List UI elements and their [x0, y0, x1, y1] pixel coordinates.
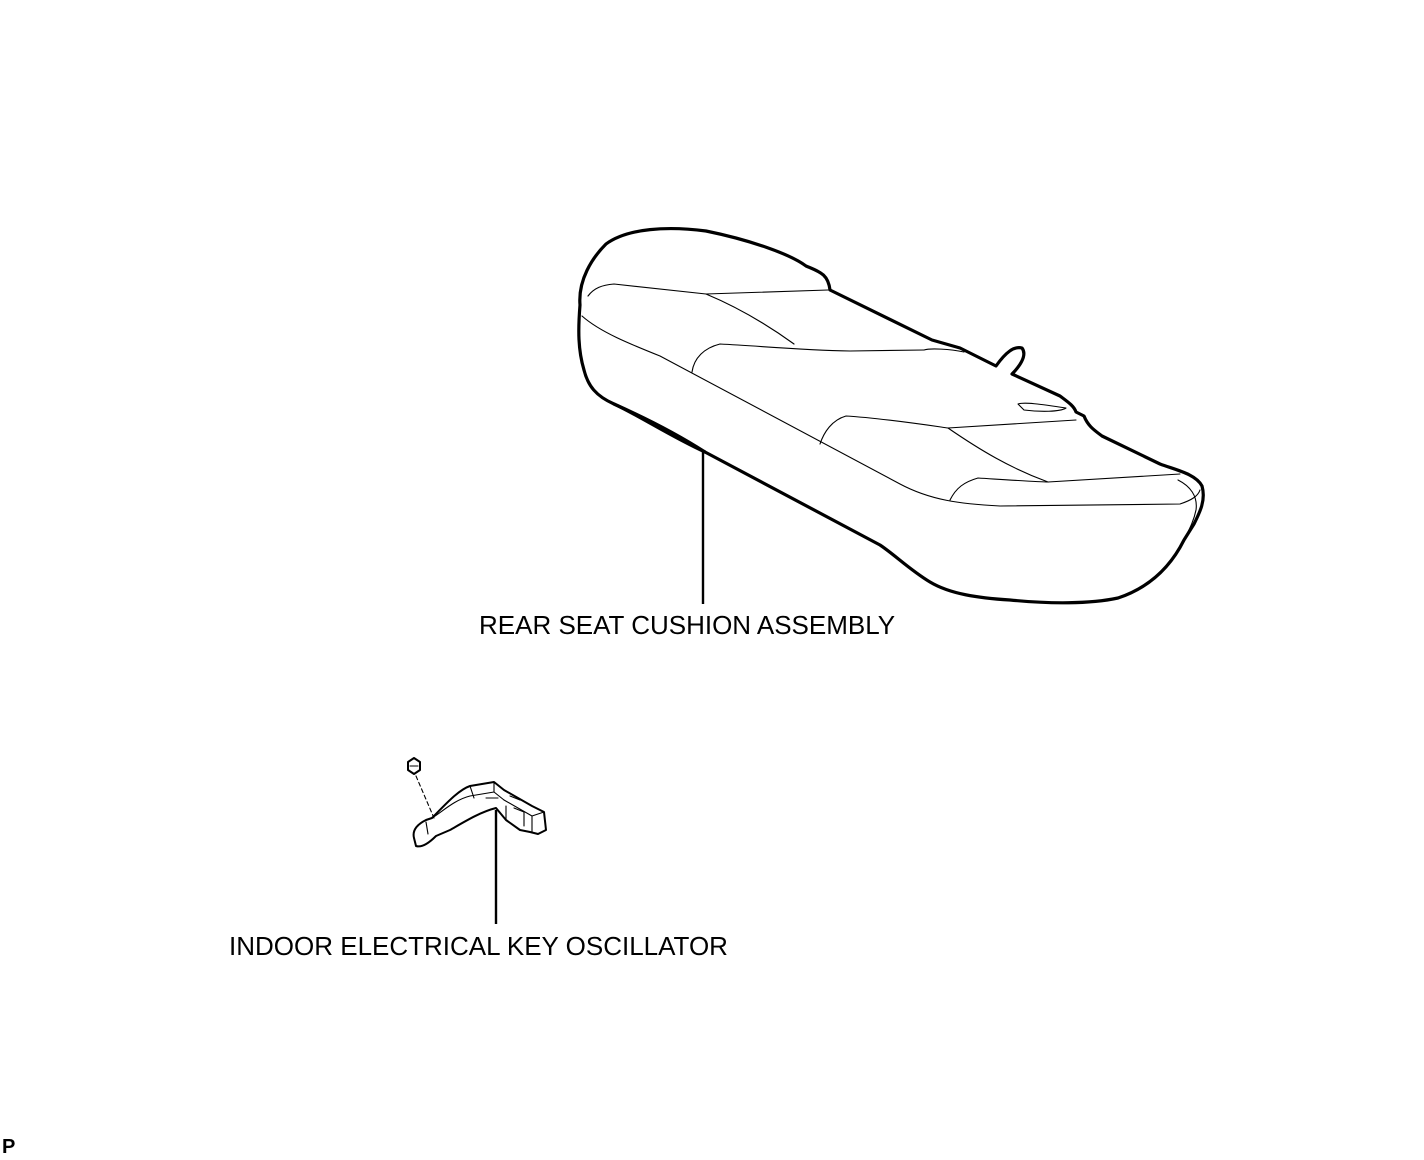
rear-seat-cushion-label: REAR SEAT CUSHION ASSEMBLY [479, 610, 896, 640]
key-oscillator-label: INDOOR ELECTRICAL KEY OSCILLATOR [229, 931, 728, 961]
rear-seat-cushion-drawing [577, 227, 1205, 605]
key-oscillator-drawing [407, 757, 547, 848]
corner-mark: P [2, 1136, 16, 1158]
